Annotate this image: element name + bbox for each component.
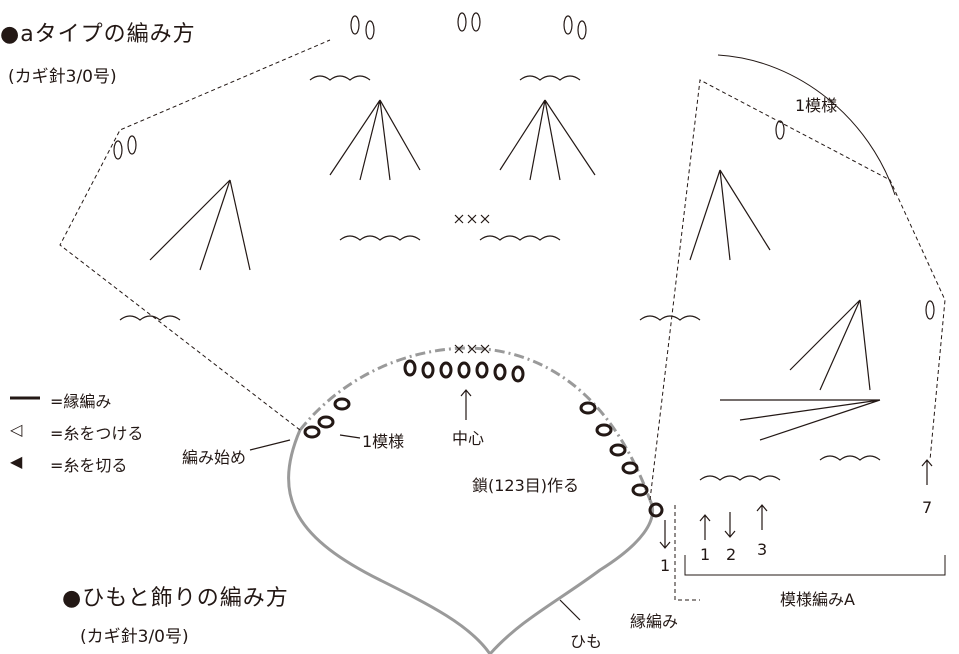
label-repeat-top: 1模様 bbox=[795, 96, 838, 115]
row-number-edging: 1 bbox=[660, 556, 671, 575]
label-chain: 鎖(123目)作る bbox=[472, 476, 580, 495]
label-pattern-a: 模様編みA bbox=[780, 590, 855, 609]
foundation-chain bbox=[298, 346, 652, 501]
label-edging: 縁編み bbox=[630, 612, 679, 631]
legend-attach: =糸をつける bbox=[50, 424, 144, 443]
title-b: ●ひもと飾りの編み方 bbox=[62, 586, 289, 611]
legend-cut: =糸を切る bbox=[50, 456, 128, 475]
hook-size-a: (カギ針3/0号) bbox=[8, 67, 117, 87]
legend-cut-icon: ◀ bbox=[10, 452, 23, 471]
label-center: 中心 bbox=[452, 429, 485, 448]
legend-attach-icon: ◁ bbox=[10, 420, 23, 439]
fan-outlines bbox=[59, 39, 946, 601]
row-number-1: 1 bbox=[700, 545, 711, 564]
row-arrows bbox=[249, 389, 933, 621]
row-number-3: 3 bbox=[757, 540, 768, 559]
stitch-marks bbox=[113, 12, 935, 481]
label-cord: ひも bbox=[570, 632, 603, 651]
title-a: ●aタイプの編み方 bbox=[0, 22, 196, 47]
hook-size-b: (カギ針3/0号) bbox=[80, 627, 189, 647]
foundation-loops bbox=[303, 359, 664, 518]
legend-edging: =縁編み bbox=[50, 392, 112, 411]
cord-line bbox=[287, 429, 655, 654]
label-start: 編み始め bbox=[182, 448, 247, 467]
repeat-bracket bbox=[717, 54, 896, 196]
row-number-7: 7 bbox=[922, 498, 933, 517]
pattern-bracket bbox=[684, 555, 946, 576]
row-number-2: 2 bbox=[726, 545, 737, 564]
label-repeat-inner: 1模様 bbox=[362, 432, 405, 451]
